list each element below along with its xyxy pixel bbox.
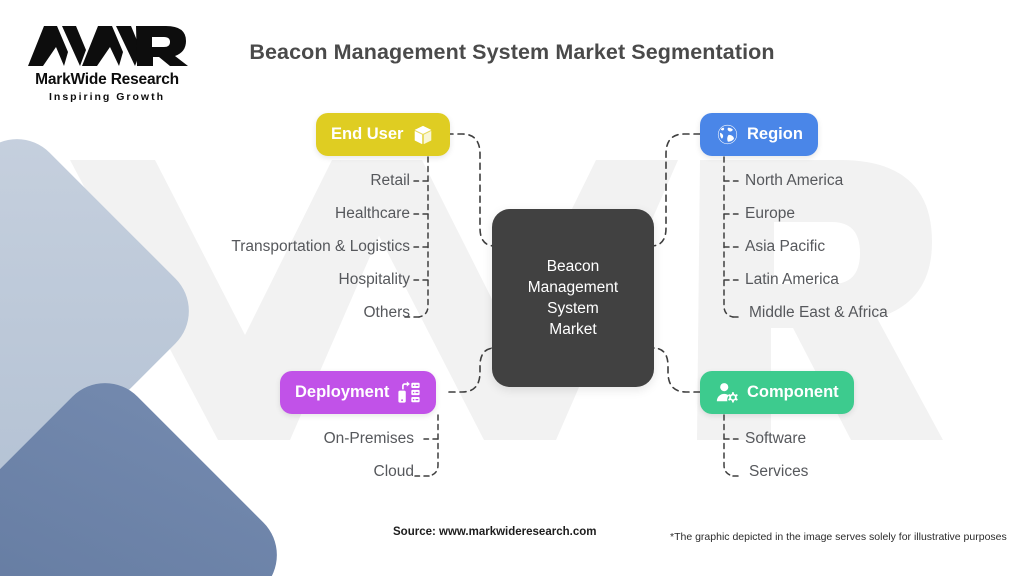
connector-enduser-center bbox=[446, 133, 496, 247]
leaf-group-component: Software Services bbox=[745, 430, 808, 496]
branch-label-component: Component bbox=[747, 383, 839, 401]
spine-component bbox=[723, 414, 734, 477]
center-node-label: Beacon Management System Market bbox=[527, 258, 619, 338]
leaf-group-end-user: Retail Healthcare Transportation & Logis… bbox=[0, 172, 410, 337]
leaf-item: Transportation & Logistics bbox=[231, 238, 410, 255]
leaf-item: Healthcare bbox=[335, 205, 410, 222]
leaf-group-deployment: On-Premises Cloud bbox=[0, 430, 414, 496]
connector-component-center bbox=[652, 347, 701, 393]
box-3d-icon bbox=[411, 123, 435, 147]
brand-logo: MarkWide Research Inspiring Growth bbox=[24, 22, 190, 103]
connector-deployment-center bbox=[448, 347, 496, 393]
spine-enduser bbox=[418, 156, 429, 318]
brand-name: MarkWide Research bbox=[35, 71, 179, 88]
branch-label-end-user: End User bbox=[331, 125, 404, 143]
user-gear-icon bbox=[715, 381, 739, 405]
leaf-item: Others bbox=[363, 304, 410, 321]
branch-pill-end-user[interactable]: End User bbox=[316, 113, 451, 156]
branch-pill-deployment[interactable]: Deployment bbox=[280, 371, 437, 414]
center-node: Beacon Management System Market bbox=[492, 209, 654, 387]
branch-label-deployment: Deployment bbox=[295, 383, 390, 401]
branch-label-region: Region bbox=[747, 125, 803, 143]
spine-region bbox=[723, 156, 734, 318]
leaf-item: Europe bbox=[745, 205, 795, 222]
globe-icon bbox=[715, 123, 739, 147]
branch-pill-component[interactable]: Component bbox=[700, 371, 854, 414]
leaf-item: Middle East & Africa bbox=[749, 304, 888, 321]
leaf-item: Hospitality bbox=[338, 271, 411, 288]
mwr-logo-icon bbox=[28, 26, 188, 66]
leaf-item: Software bbox=[745, 430, 807, 447]
connector-region-center bbox=[650, 133, 701, 247]
leaf-item: North America bbox=[745, 172, 844, 189]
mobile-server-icon bbox=[397, 381, 421, 405]
leaf-item: Cloud bbox=[373, 463, 415, 480]
leaf-item: Latin America bbox=[745, 271, 839, 288]
leaf-item: Retail bbox=[370, 172, 410, 189]
leaf-item: Services bbox=[749, 463, 809, 480]
page-title: Beacon Management System Market Segmenta… bbox=[249, 40, 775, 64]
source-text: Source: www.markwideresearch.com bbox=[393, 526, 597, 538]
branch-pill-region[interactable]: Region bbox=[700, 113, 818, 156]
leaf-item: On-Premises bbox=[323, 430, 414, 447]
disclaimer-text: *The graphic depicted in the image serve… bbox=[670, 531, 1007, 543]
brand-tagline: Inspiring Growth bbox=[49, 91, 165, 103]
leaf-group-region: North America Europe Asia Pacific Latin … bbox=[745, 172, 888, 337]
spine-deployment bbox=[428, 414, 439, 477]
leaf-item: Asia Pacific bbox=[745, 238, 826, 255]
